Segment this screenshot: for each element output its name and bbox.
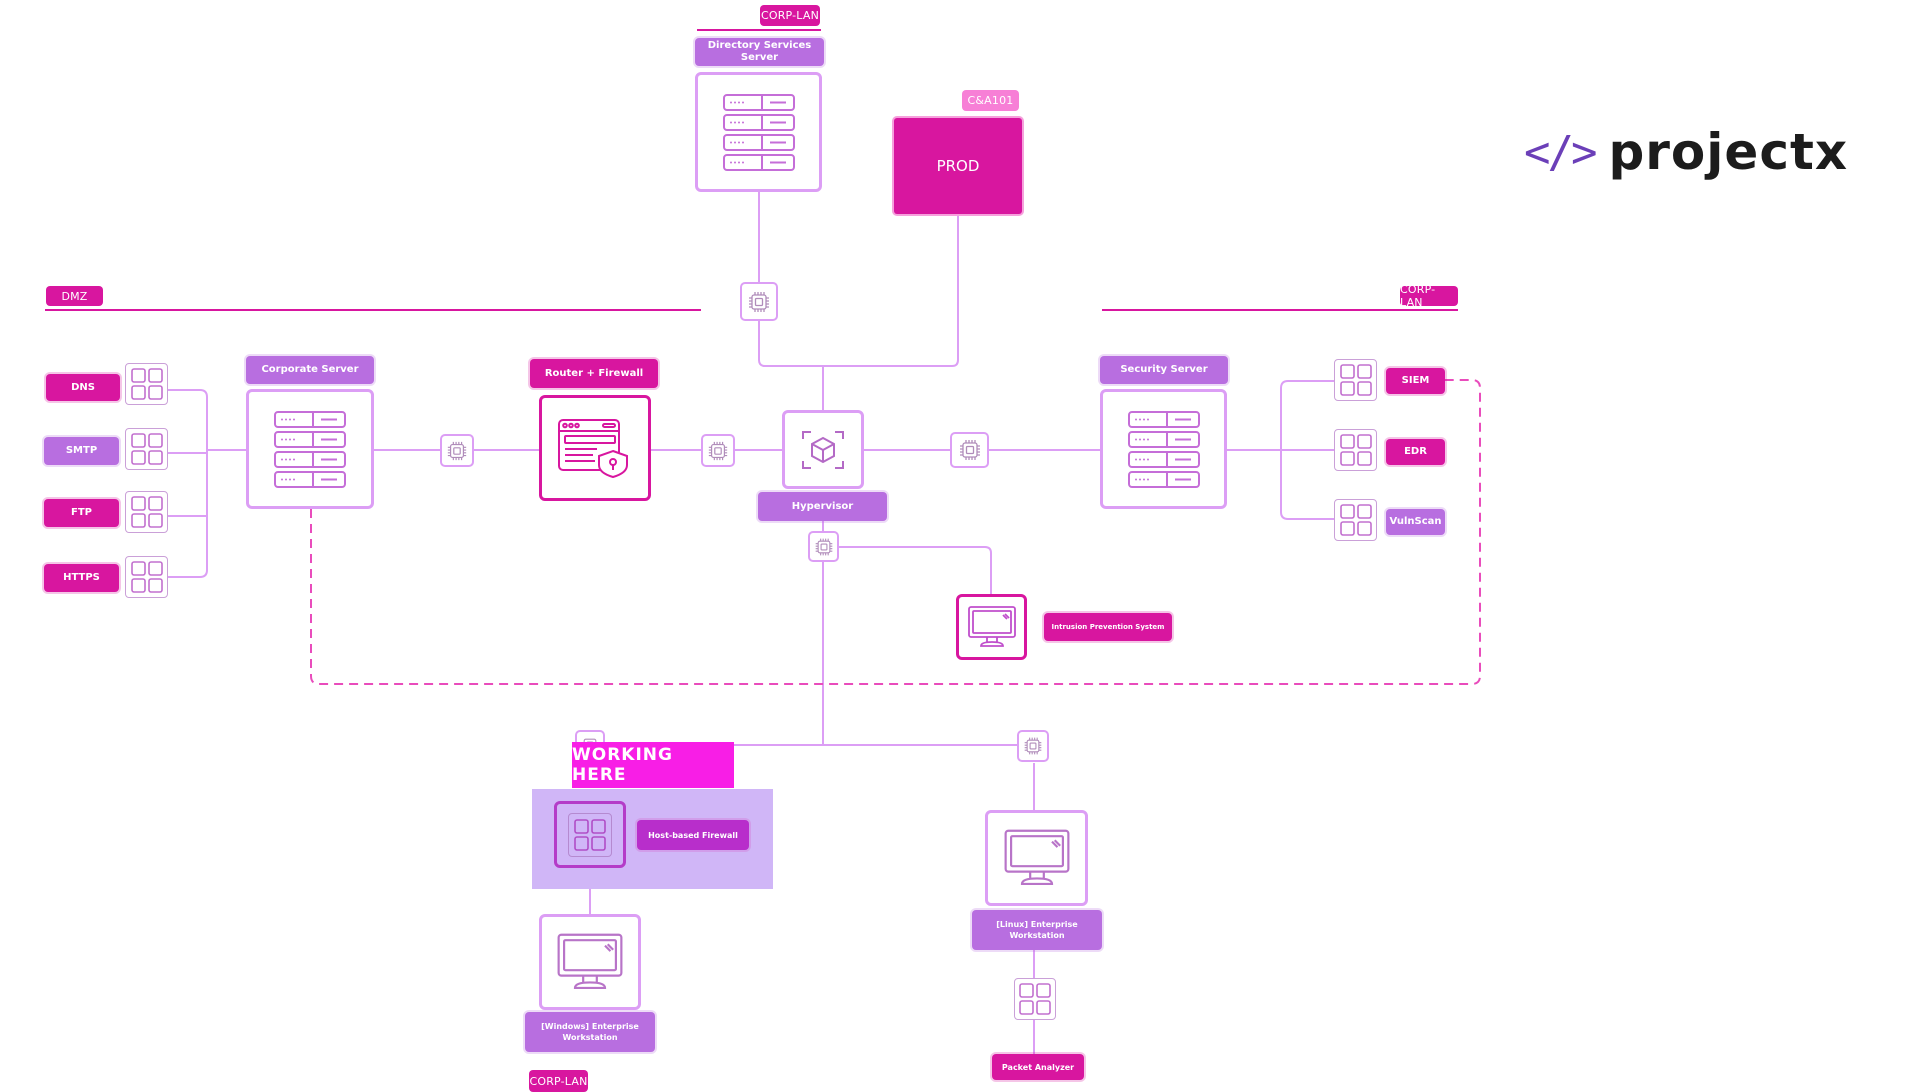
switch-chip-corp-router[interactable]	[440, 434, 474, 467]
host-firewall-node[interactable]	[554, 801, 626, 868]
smtp-module-icon	[125, 428, 168, 470]
tool-siem[interactable]: SIEM	[1386, 368, 1445, 394]
corporate-server-node[interactable]	[246, 389, 374, 509]
module-icon	[568, 812, 612, 857]
linux-workstation-node[interactable]	[985, 810, 1088, 906]
service-https[interactable]: HTTPS	[44, 564, 119, 592]
service-ftp[interactable]: FTP	[44, 499, 119, 527]
ips-label: Intrusion Prevention System	[1044, 613, 1172, 641]
router-firewall-node[interactable]	[539, 395, 651, 501]
dns-module-icon	[125, 363, 168, 405]
siem-module-icon	[1334, 359, 1377, 401]
line-chip-to-ips	[839, 546, 992, 594]
browser-shield-icon	[558, 419, 628, 478]
vulnscan-module-icon	[1334, 499, 1377, 541]
monitor-icon	[557, 933, 623, 989]
chip-icon	[959, 440, 980, 460]
logo-text: projectx	[1608, 123, 1849, 181]
security-server-node[interactable]	[1100, 389, 1227, 509]
server-rack-icon	[1127, 411, 1200, 488]
zone-tag-corp-lan-bottom: CORP-LAN	[529, 1070, 588, 1092]
projectx-logo: </> projectx	[1524, 123, 1849, 181]
zone-tag-corp-lan-top: CORP-LAN	[760, 5, 820, 26]
switch-chip-top[interactable]	[740, 282, 778, 321]
tool-vulnscan[interactable]: VulnScan	[1386, 509, 1445, 535]
host-firewall-label: Host-based Firewall	[637, 820, 749, 850]
edr-module-icon	[1334, 429, 1377, 471]
hypervisor-node[interactable]	[782, 410, 864, 489]
zone-tag-corp-lan-right: CORP-LAN	[1400, 283, 1458, 309]
server-rack-icon	[274, 411, 346, 488]
switch-chip-router-hypervisor[interactable]	[701, 434, 735, 467]
working-here-banner: WORKING HERE	[572, 742, 734, 788]
server-rack-icon	[722, 94, 795, 171]
windows-workstation-node[interactable]	[539, 914, 641, 1010]
line-dmz-bracket	[168, 389, 208, 578]
tool-edr[interactable]: EDR	[1386, 439, 1445, 465]
packet-analyzer-module-icon	[1014, 978, 1056, 1020]
switch-chip-hypervisor-security[interactable]	[950, 432, 989, 468]
chip-icon	[708, 441, 728, 460]
https-module-icon	[125, 556, 168, 598]
switch-chip-linux-branch[interactable]	[1017, 730, 1049, 762]
switch-chip-hypervisor-down[interactable]	[808, 531, 839, 562]
service-dns[interactable]: DNS	[46, 374, 120, 401]
line-chip-to-hub	[758, 214, 959, 367]
service-smtp[interactable]: SMTP	[44, 437, 119, 465]
hypervisor-label: Hypervisor	[758, 492, 887, 521]
zone-tag-dmz: DMZ	[46, 286, 103, 306]
line-dashed-loop	[310, 379, 1481, 685]
directory-server-label: Directory Services Server	[695, 38, 824, 66]
cube-icon	[802, 430, 844, 469]
router-firewall-label: Router + Firewall	[530, 359, 658, 388]
linux-workstation-label: [Linux] Enterprise Workstation	[972, 910, 1102, 950]
chip-icon	[815, 538, 832, 555]
chip-icon	[749, 291, 769, 312]
ips-node[interactable]	[956, 594, 1027, 660]
line-security-bracket	[1226, 380, 1334, 520]
windows-workstation-label: [Windows] Enterprise Workstation	[525, 1012, 655, 1052]
chip-icon	[447, 441, 467, 460]
packet-analyzer-label[interactable]: Packet Analyzer	[992, 1054, 1084, 1080]
code-brackets-icon: </>	[1524, 126, 1598, 178]
monitor-icon	[967, 606, 1016, 647]
directory-server-node[interactable]	[695, 72, 822, 192]
cna101-tag: C&A101	[962, 90, 1019, 111]
monitor-icon	[1004, 829, 1069, 885]
ftp-module-icon	[125, 491, 168, 533]
corporate-server-label: Corporate Server	[246, 356, 374, 384]
security-server-label: Security Server	[1100, 356, 1228, 384]
prod-node[interactable]: PROD	[894, 118, 1022, 214]
chip-icon	[1024, 737, 1042, 755]
